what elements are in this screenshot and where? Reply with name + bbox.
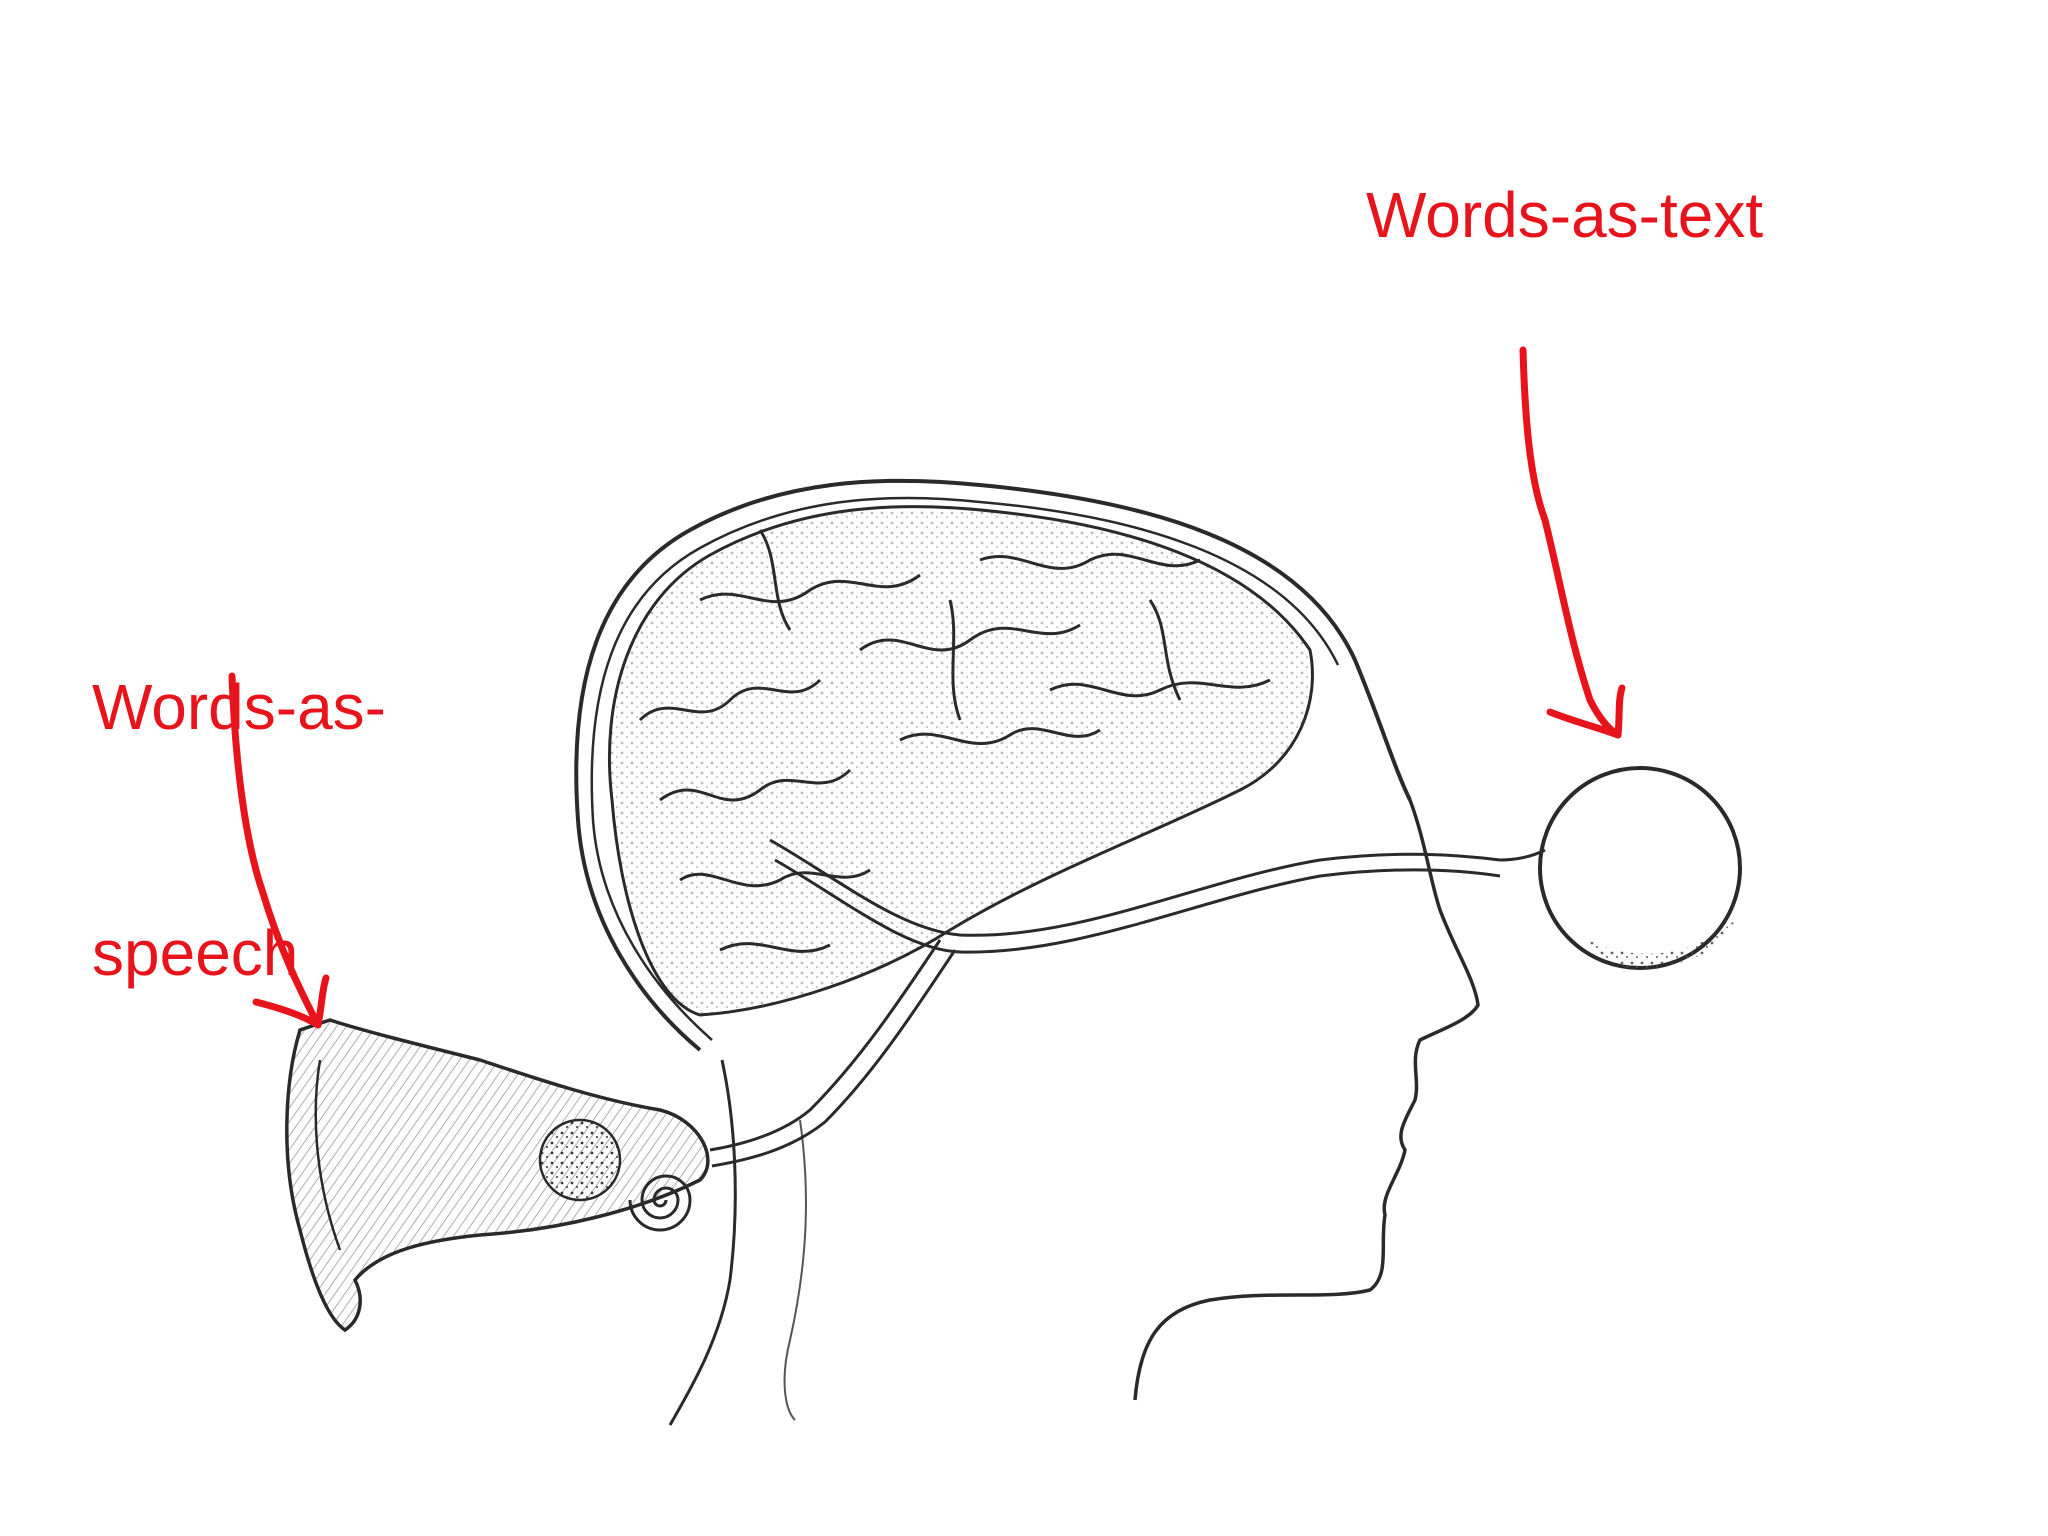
label-words-as-text: Words-as-text (1366, 179, 1764, 251)
face-profile (1133, 799, 1480, 1401)
ear (285, 1018, 710, 1333)
optic-nerve (769, 838, 1501, 937)
brain (608, 505, 1314, 1017)
arrow-to-eye (1519, 346, 1626, 739)
auditory-nerve (709, 939, 942, 1152)
arrow-to-ear (228, 672, 330, 1029)
label-words-as-speech: Words-as- speech (92, 502, 386, 1158)
label-words-as-speech-line2: speech (92, 917, 299, 989)
label-words-as-speech-line1: Words-as- (92, 671, 386, 743)
brain-gyri (638, 529, 1271, 953)
skull-outline (574, 478, 1412, 1052)
eye (1538, 766, 1742, 970)
